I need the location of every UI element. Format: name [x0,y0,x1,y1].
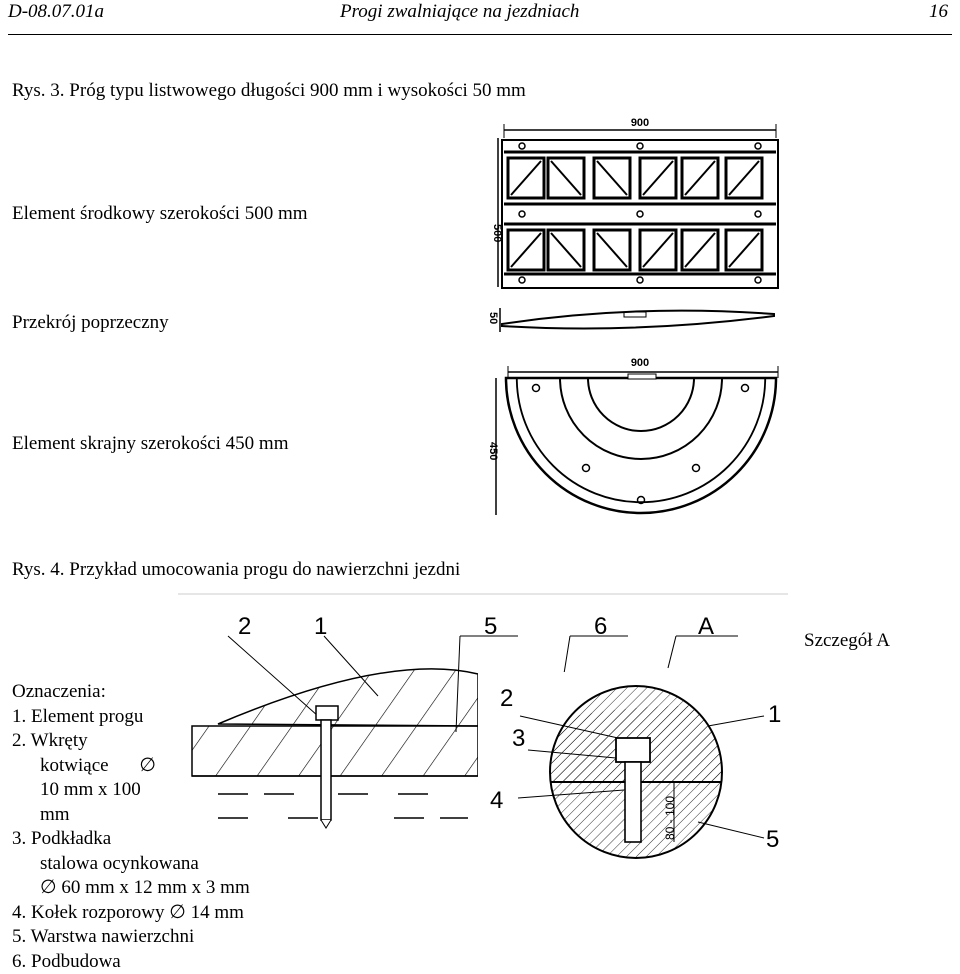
legend-title: Oznaczenia: [12,680,250,705]
diameter-symbol: ∅ [40,877,57,898]
detail-callout-5: 5 [766,826,779,853]
legend-item-3: 3. Podkładka [12,827,250,852]
legend-item-2-line3: 10 mm x 100 [12,778,250,803]
fig3-label-edge: Element skrajny szerokości 450 mm [12,433,289,455]
document-title: Progi zwalniające na jezdniach [340,1,579,23]
legend-item-2-line2: kotwiące ∅ [12,754,250,779]
legend-item-2-text: kotwiące [40,755,109,776]
diameter-symbol: ∅ [113,755,156,776]
fig3-caption: Rys. 3. Próg typu listwowego długości 90… [12,80,526,102]
dim-900-top: 900 [631,117,649,129]
legend-item-1: 1. Element progu [12,705,250,730]
legend-item-2: 2. Wkręty [12,729,250,754]
legend-item-4-text: 4. Kołek rozporowy [12,902,165,923]
legend-item-3-line2: stalowa ocynkowana [12,852,250,877]
dim-450: 450 [487,442,499,460]
legend-item-2-line4: mm [12,803,250,828]
cross-section-drawing: 50 [484,300,784,340]
document-code: D-08.07.01a [8,1,104,23]
mounting-drawing: 2 1 5 6 A 80 - 100 2 3 4 1 5 [178,592,798,872]
middle-element-drawing: 900 500 [480,112,790,292]
page-number: 16 [929,1,948,23]
legend-item-4-dim: 14 mm [191,902,244,923]
detail-callout-2: 2 [500,685,513,712]
callout-1: 1 [314,613,327,640]
legend-item-3-line3: ∅ 60 mm x 12 mm x 3 mm [12,876,250,901]
legend-item-3-dims: 60 mm x 12 mm x 3 mm [61,877,249,898]
legend-item-4: 4. Kołek rozporowy ∅ 14 mm [12,901,250,926]
detail-callout-4: 4 [490,787,503,814]
diameter-symbol: ∅ [169,902,186,923]
dim-depth: 80 - 100 [663,796,677,840]
fig3-label-middle: Element środkowy szerokości 500 mm [12,203,308,225]
detail-title: Szczegół A [804,630,890,652]
detail-callout-1: 1 [768,701,781,728]
fig4-caption: Rys. 4. Przykład umocowania progu do naw… [12,559,460,581]
dim-50: 50 [487,312,499,324]
fig3-label-section: Przekrój poprzeczny [12,312,169,334]
detail-callout-3: 3 [512,725,525,752]
legend-item-6: 6. Podbudowa [12,950,250,974]
edge-element-drawing: 900 450 [480,350,790,525]
dim-900-edge: 900 [631,357,649,369]
legend-item-5: 5. Warstwa nawierzchni [12,925,250,950]
callout-2: 2 [238,613,251,640]
legend: Oznaczenia: 1. Element progu 2. Wkręty k… [12,680,250,974]
page-header: D-08.07.01a Progi zwalniające na jezdnia… [8,0,952,35]
